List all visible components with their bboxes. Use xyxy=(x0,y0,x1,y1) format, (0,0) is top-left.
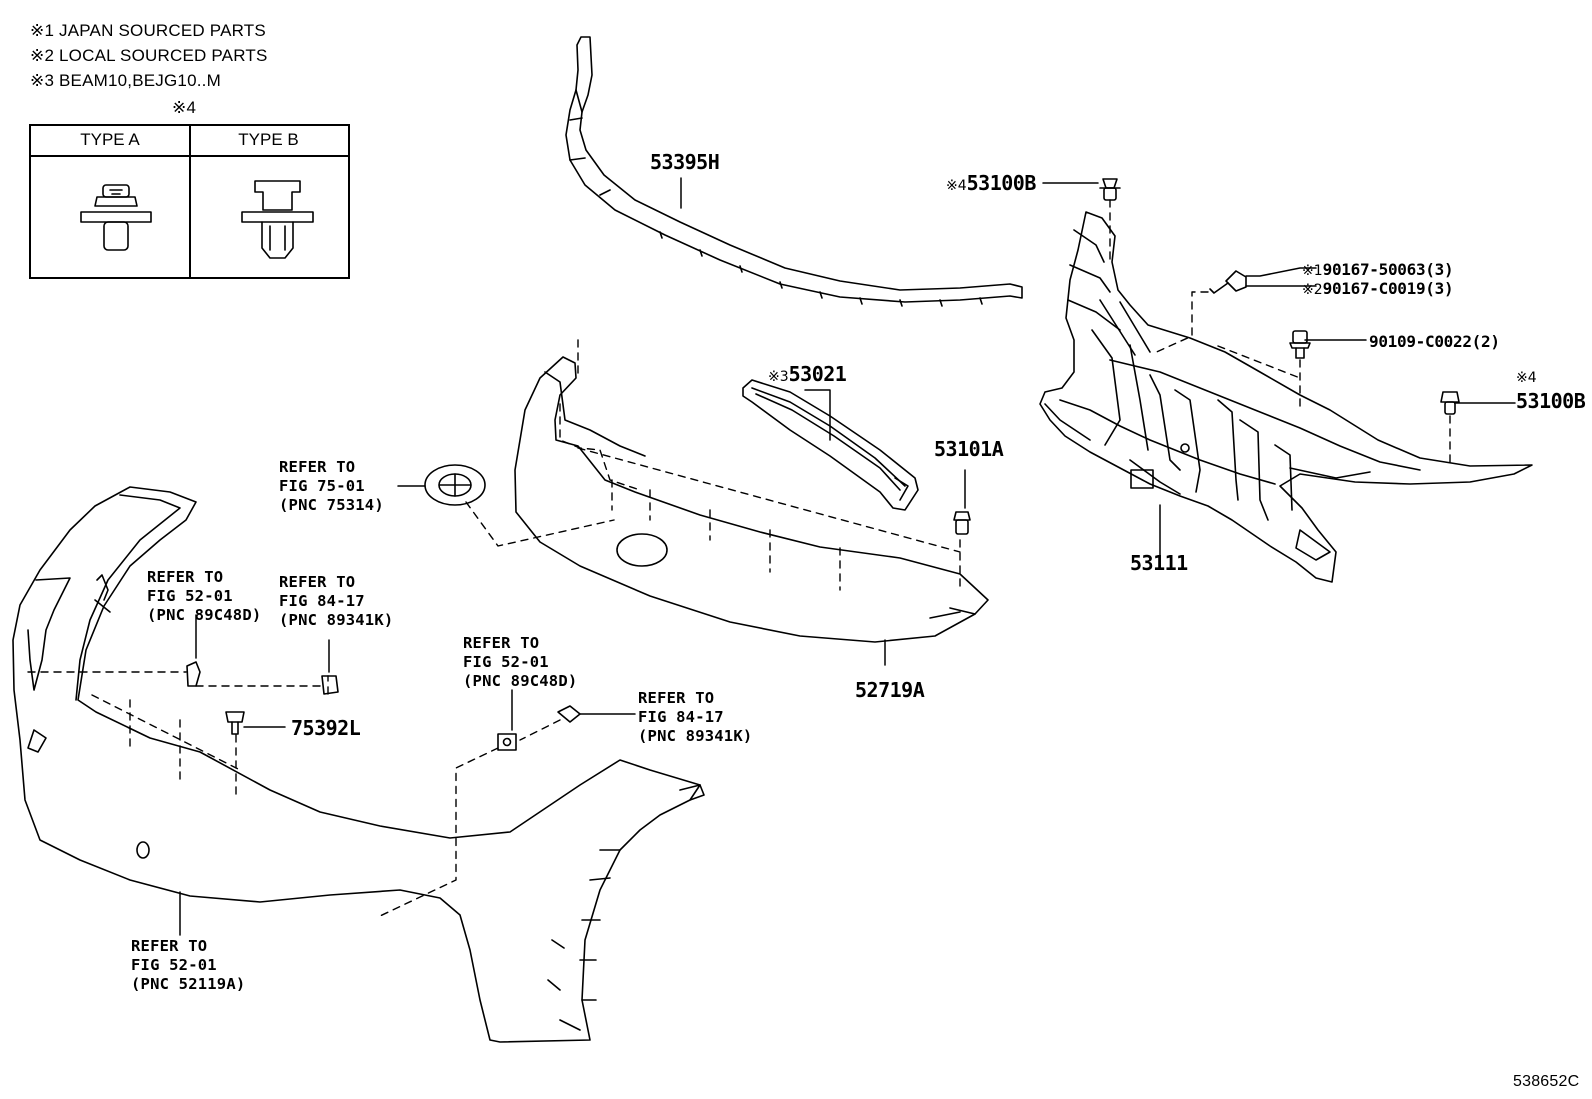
bolt-90167 xyxy=(1209,270,1247,294)
note-local-sourced: ※2 LOCAL SOURCED PARTS xyxy=(30,46,268,65)
table-divider-vertical xyxy=(189,124,191,277)
part-label-90109: 90109-C0022(2) xyxy=(1369,332,1500,351)
figure-id: 538652C xyxy=(1513,1073,1580,1090)
clip-89C48D-mid xyxy=(497,733,517,751)
clip-53100B-top xyxy=(1099,178,1121,201)
reference-89341K-left: REFER TO FIG 84-17 (PNC 89341K) xyxy=(279,573,394,629)
part-label-53100B-top: ※453100B xyxy=(946,171,1036,195)
assembly-dash-lines xyxy=(27,199,1451,917)
note-marker-3: ※3 xyxy=(768,369,789,385)
reference-89341K-mid: REFER TO FIG 84-17 (PNC 89341K) xyxy=(638,689,753,745)
note-model-code: ※3 BEAM10,BEJG10..M xyxy=(30,71,221,90)
part-label-53021: ※353021 xyxy=(768,362,847,386)
part-label-53395H: 53395H xyxy=(650,150,720,174)
panel-52719A xyxy=(514,356,989,643)
note-marker-2: ※2 xyxy=(1302,282,1323,298)
type-b-header: TYPE B xyxy=(238,130,299,149)
reference-89C48D-mid: REFER TO FIG 52-01 (PNC 89C48D) xyxy=(463,634,578,690)
bolt-90109 xyxy=(1289,330,1311,359)
radiator-support-53111 xyxy=(1039,211,1533,583)
note-marker-1: ※1 xyxy=(1302,263,1323,279)
type-b-clip xyxy=(241,180,314,259)
reference-52119A: REFER TO FIG 52-01 (PNC 52119A) xyxy=(131,937,246,993)
molding-strip-53395H xyxy=(565,36,1023,307)
note-marker-4: ※4 xyxy=(946,178,967,194)
clip-53100B-right xyxy=(1440,391,1460,415)
part-label-52719A: 52719A xyxy=(855,678,925,702)
part-label-53100B-right-marker: ※4 xyxy=(1516,370,1537,386)
clip-89C48D-left xyxy=(186,661,201,687)
clip-89341K-mid xyxy=(557,705,581,723)
leader-lines xyxy=(179,177,1516,936)
emblem-75314 xyxy=(424,464,486,506)
type-a-clip xyxy=(80,184,152,251)
part-number: 53021 xyxy=(788,362,847,386)
part-label-53100B-right: 53100B xyxy=(1516,389,1586,413)
note-japan-sourced: ※1 JAPAN SOURCED PARTS xyxy=(30,21,266,40)
part-label-75392L: 75392L xyxy=(291,716,361,740)
type-a-header: TYPE A xyxy=(80,130,140,149)
part-number: 90167-C0019(3) xyxy=(1322,279,1454,298)
part-number: 90167-50063(3) xyxy=(1322,260,1454,279)
reference-89C48D-left: REFER TO FIG 52-01 (PNC 89C48D) xyxy=(147,568,262,624)
part-label-90167-japan: ※190167-50063(3) xyxy=(1302,260,1454,279)
part-number: 53100B xyxy=(966,171,1037,195)
bumper-cover-52119A xyxy=(12,486,705,1043)
type-table-marker: ※4 xyxy=(172,98,197,117)
clip-75392L xyxy=(225,711,245,735)
clip-53101A xyxy=(953,511,971,535)
reference-75314: REFER TO FIG 75-01 (PNC 75314) xyxy=(279,458,384,514)
table-divider-horizontal xyxy=(29,155,348,157)
part-label-53101A: 53101A xyxy=(934,437,1004,461)
clip-89341K-left xyxy=(321,675,339,695)
part-label-90167-local: ※290167-C0019(3) xyxy=(1302,279,1454,298)
part-label-53111: 53111 xyxy=(1130,551,1188,575)
